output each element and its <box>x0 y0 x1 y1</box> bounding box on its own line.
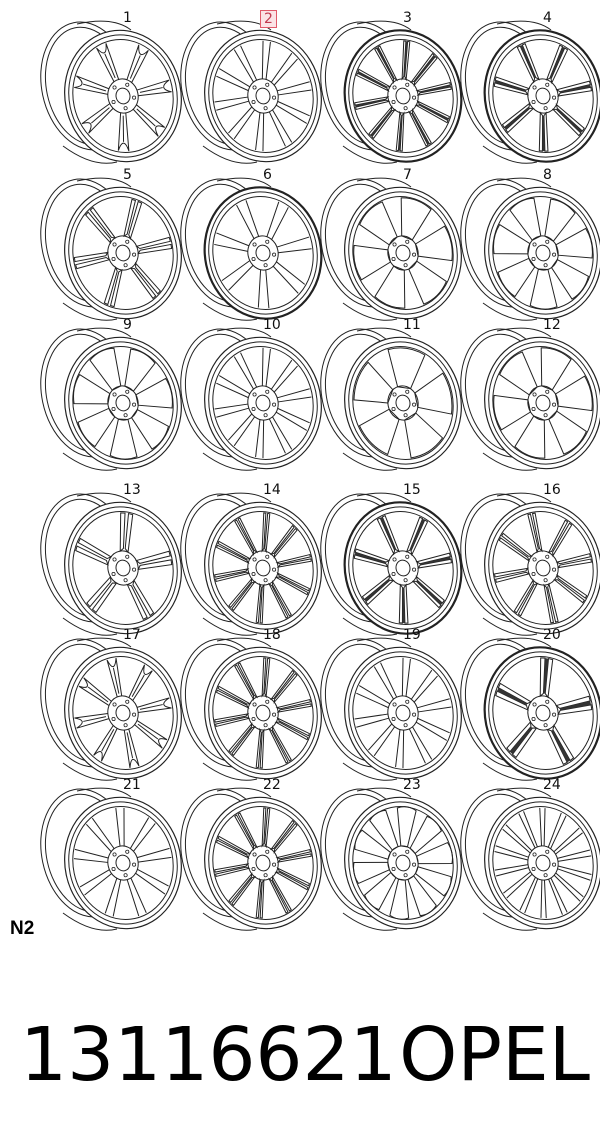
wheel-17-drawing <box>40 637 182 781</box>
wheel-18-label: 18 <box>263 627 281 643</box>
wheel-2-label: 2 <box>260 10 277 28</box>
wheel-1-drawing <box>40 20 182 164</box>
wheel-7-drawing <box>320 177 462 321</box>
wheel-16-drawing <box>460 492 600 636</box>
wheel-9-label: 9 <box>123 317 132 333</box>
wheel-21-label: 21 <box>123 777 141 793</box>
wheel-8-label: 8 <box>543 167 552 183</box>
wheel-6-drawing <box>180 177 323 321</box>
wheel-22[interactable]: 22 <box>165 775 322 931</box>
wheel-18-drawing <box>180 637 322 781</box>
wheel-24-drawing <box>460 787 600 931</box>
wheel-11[interactable]: 11 <box>305 315 462 471</box>
wheel-21-drawing <box>40 787 182 931</box>
wheel-16-label: 16 <box>543 482 561 498</box>
part-footer: 13116621 OPEL <box>20 1005 590 1105</box>
wheel-14-label: 14 <box>263 482 281 498</box>
wheel-12-label: 12 <box>543 317 561 333</box>
wheel-15-label: 15 <box>403 482 421 498</box>
wheel-12[interactable]: 12 <box>445 315 600 471</box>
wheel-19[interactable]: 19 <box>305 625 462 781</box>
wheel-21[interactable]: 21 <box>25 775 182 931</box>
wheel-11-drawing <box>320 327 462 471</box>
wheel-20-drawing <box>460 637 600 781</box>
wheel-24[interactable]: 24 <box>445 775 600 931</box>
wheel-11-label: 11 <box>403 317 421 333</box>
wheel-14-drawing <box>180 492 322 636</box>
wheel-4[interactable]: 4 <box>445 8 600 164</box>
wheel-5-label: 5 <box>123 167 132 183</box>
wheel-23[interactable]: 23 <box>305 775 462 931</box>
wheel-20[interactable]: 20 <box>445 625 600 781</box>
wheel-22-drawing <box>180 787 322 931</box>
diagram-footnote: N2 <box>10 918 35 939</box>
wheel-5[interactable]: 5 <box>25 165 182 321</box>
wheel-8-drawing <box>460 177 600 321</box>
wheel-15-drawing <box>320 492 463 636</box>
wheel-7[interactable]: 7 <box>305 165 462 321</box>
wheel-6-label: 6 <box>263 167 272 183</box>
wheel-16[interactable]: 16 <box>445 480 600 636</box>
wheel-10-drawing <box>180 327 322 471</box>
wheel-1-label: 1 <box>123 10 132 26</box>
wheel-15[interactable]: 15 <box>305 480 463 636</box>
wheel-6[interactable]: 6 <box>165 165 323 321</box>
wheel-13-label: 13 <box>123 482 141 498</box>
wheel-9[interactable]: 9 <box>25 315 182 471</box>
wheel-17[interactable]: 17 <box>25 625 182 781</box>
wheel-7-label: 7 <box>403 167 412 183</box>
wheel-22-label: 22 <box>263 777 281 793</box>
wheel-18[interactable]: 18 <box>165 625 322 781</box>
wheel-20-label: 20 <box>543 627 561 643</box>
wheel-1[interactable]: 1 <box>25 8 182 164</box>
wheel-8[interactable]: 8 <box>445 165 600 321</box>
wheel-24-label: 24 <box>543 777 561 793</box>
wheel-4-drawing <box>460 20 600 164</box>
wheel-19-label: 19 <box>403 627 421 643</box>
wheel-13[interactable]: 13 <box>25 480 182 636</box>
brand-name: OPEL <box>399 1012 590 1098</box>
wheel-3-drawing <box>320 20 463 164</box>
part-number: 13116621 <box>20 1012 397 1098</box>
wheel-17-label: 17 <box>123 627 141 643</box>
wheel-5-drawing <box>40 177 182 321</box>
wheel-13-drawing <box>40 492 182 636</box>
wheel-4-label: 4 <box>543 10 552 26</box>
wheel-23-label: 23 <box>403 777 421 793</box>
wheel-2-drawing <box>180 20 322 164</box>
wheel-10-label: 10 <box>263 317 281 333</box>
wheel-19-drawing <box>320 637 462 781</box>
wheel-3[interactable]: 3 <box>305 8 463 164</box>
wheel-23-drawing <box>320 787 462 931</box>
wheel-3-label: 3 <box>403 10 412 26</box>
wheel-14[interactable]: 14 <box>165 480 322 636</box>
wheel-9-drawing <box>40 327 182 471</box>
wheel-12-drawing <box>460 327 600 471</box>
wheel-2[interactable]: 2 <box>165 8 322 164</box>
wheel-10[interactable]: 10 <box>165 315 322 471</box>
